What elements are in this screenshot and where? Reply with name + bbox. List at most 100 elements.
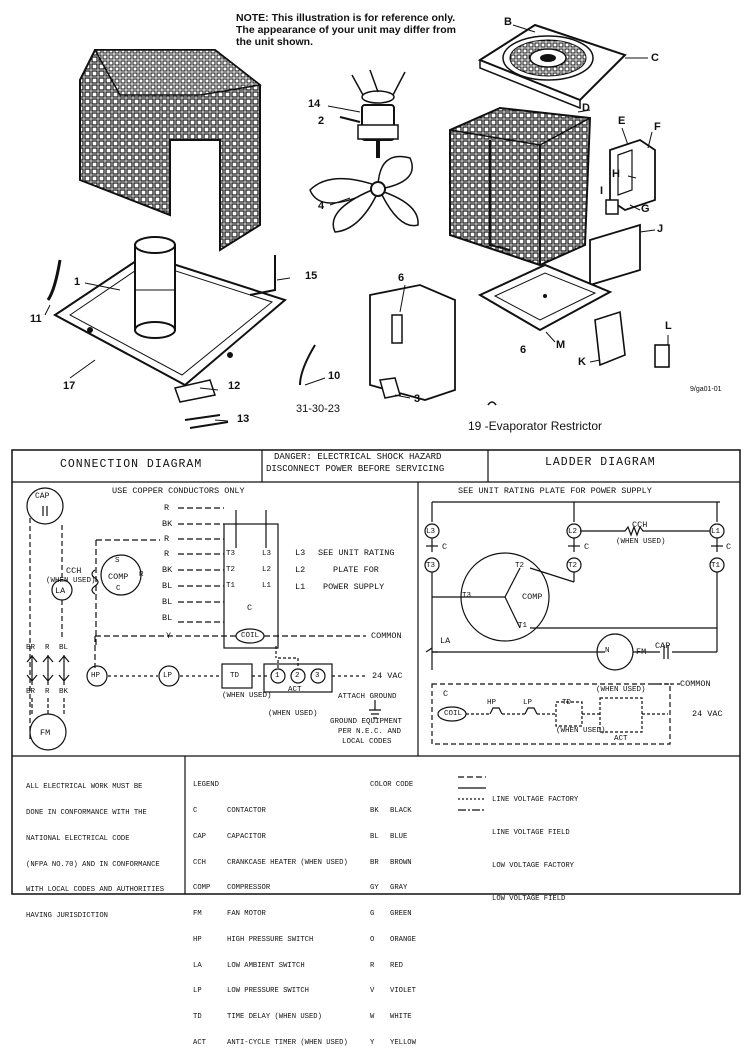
ground-note: LOCAL CODES: [342, 738, 392, 746]
connection-diagram-title: CONNECTION DIAGRAM: [60, 458, 203, 471]
wire-br: BR: [26, 644, 36, 652]
line-l1: L1: [295, 582, 306, 592]
legend-code: C: [193, 806, 198, 815]
part-label: B: [504, 16, 512, 28]
coil-guard: [79, 49, 262, 252]
ladder-td: TD: [562, 699, 572, 707]
legend-desc: TIME DELAY (WHEN USED): [227, 1013, 322, 1022]
danger-warning: DANGER: ELECTRICAL SHOCK HAZARD: [274, 452, 442, 462]
terminal-l1: L1: [262, 582, 272, 590]
legend-code: COMP: [193, 884, 211, 893]
note-line: WITH LOCAL CODES AND AUTHORITIES: [26, 886, 165, 895]
td-label: TD: [230, 672, 240, 680]
part-label: 17: [63, 380, 76, 392]
terminal-t2: T2: [226, 566, 236, 574]
terminal-t1: T1: [226, 582, 236, 590]
sensor-wire: [299, 344, 316, 386]
ladder-comp: COMP: [522, 592, 543, 602]
ladder-act-when-used: (WHEN USED): [596, 686, 646, 694]
color-row: Y YELLOW: [370, 1039, 416, 1048]
comp-terminal: C: [116, 585, 121, 593]
legend-code: CCH: [193, 858, 206, 867]
part-label: 4: [318, 200, 325, 212]
see-rating: SEE UNIT RATING: [318, 548, 395, 558]
part-label: 3: [414, 393, 421, 405]
color-abbr: Y: [370, 1039, 375, 1047]
color-name: GRAY: [390, 884, 408, 893]
legend-code: LP: [193, 987, 202, 996]
act-label: ACT: [288, 686, 302, 694]
legend-row: HP HIGH PRESSURE SWITCH: [193, 936, 348, 945]
note-line: NOTE: This illustration is for reference…: [236, 12, 456, 24]
power-supply: POWER SUPPLY: [323, 582, 385, 592]
ladder-t3: T3: [426, 562, 436, 570]
wire-color: BK: [162, 565, 173, 575]
color-abbr: BK: [370, 806, 379, 815]
color-row: BK BLACK: [370, 807, 416, 816]
ladder-c: C: [726, 542, 732, 552]
legend-desc: CRANKCASE HEATER (WHEN USED): [227, 858, 348, 867]
legend-row: CCH CRANKCASE HEATER (WHEN USED): [193, 859, 348, 868]
legend-desc: FAN MOTOR: [227, 910, 266, 919]
note-line: DONE IN CONFORMANCE WITH THE: [26, 808, 147, 817]
ladder-c: C: [584, 542, 590, 552]
wiring-diagrams: [11, 449, 741, 895]
part-label: 11: [30, 313, 42, 325]
legend-desc: LOW PRESSURE SWITCH: [227, 987, 309, 996]
ladder-fm: FM: [636, 647, 647, 657]
legend-desc: HIGH PRESSURE SWITCH: [227, 935, 314, 944]
ladder-act: ACT: [614, 735, 628, 743]
restrictor-icon: [487, 401, 497, 406]
thermostat-wire: [46, 259, 62, 301]
part-label: 13: [237, 413, 250, 425]
color-name: BLACK: [390, 806, 412, 815]
wire-color: BL: [162, 613, 173, 623]
legend-desc: CAPACITOR: [227, 832, 266, 841]
line-type: LINE VOLTAGE FIELD: [492, 829, 570, 837]
ladder-cch-when-used: (WHEN USED): [616, 538, 666, 546]
wire-color: BL: [162, 597, 173, 607]
service-plate: [654, 344, 670, 368]
color-abbr: GY: [370, 884, 379, 893]
wire-r: R: [45, 688, 50, 696]
note-line: The appearance of your unit may differ f…: [236, 24, 456, 36]
color-name: ORANGE: [390, 935, 416, 944]
ladder-c: C: [442, 542, 448, 552]
contactor-c: C: [247, 603, 253, 613]
cch-label: CCH: [66, 566, 82, 576]
ladder-c: C: [443, 689, 449, 699]
part-label: G: [641, 203, 650, 215]
color-abbr: BR: [370, 858, 379, 867]
part-label: 6: [520, 344, 527, 356]
wire-y: Y: [166, 631, 172, 641]
legend-code: HP: [193, 935, 202, 944]
ladder-td-when-used: (WHEN USED): [556, 727, 606, 735]
compressor-housing: [369, 284, 456, 401]
line-legend: LINE VOLTAGE FACTORY LINE VOLTAGE FIELD …: [492, 773, 578, 916]
legend-code: FM: [193, 910, 202, 919]
note-line: NATIONAL ELECTRICAL CODE: [26, 834, 130, 843]
color-name: YELLOW: [390, 1039, 416, 1047]
line-l3: L3: [295, 548, 306, 558]
terminal-l2: L2: [262, 566, 272, 574]
part-label: M: [556, 339, 566, 351]
coil-label: COIL: [241, 632, 260, 640]
color-abbr: R: [370, 961, 375, 970]
color-name: GREEN: [390, 910, 412, 919]
exploded-parts-view: [44, 23, 670, 429]
ladder-see-plate: SEE UNIT RATING PLATE FOR POWER SUPPLY: [458, 486, 652, 496]
part-label: J: [657, 223, 664, 235]
color-abbr: G: [370, 910, 375, 919]
ladder-t1: T1: [711, 562, 721, 570]
color-name: WHITE: [390, 1013, 412, 1022]
terminal-block: [174, 379, 216, 403]
fan-motor: [339, 69, 406, 158]
color-abbr: BL: [370, 832, 379, 841]
